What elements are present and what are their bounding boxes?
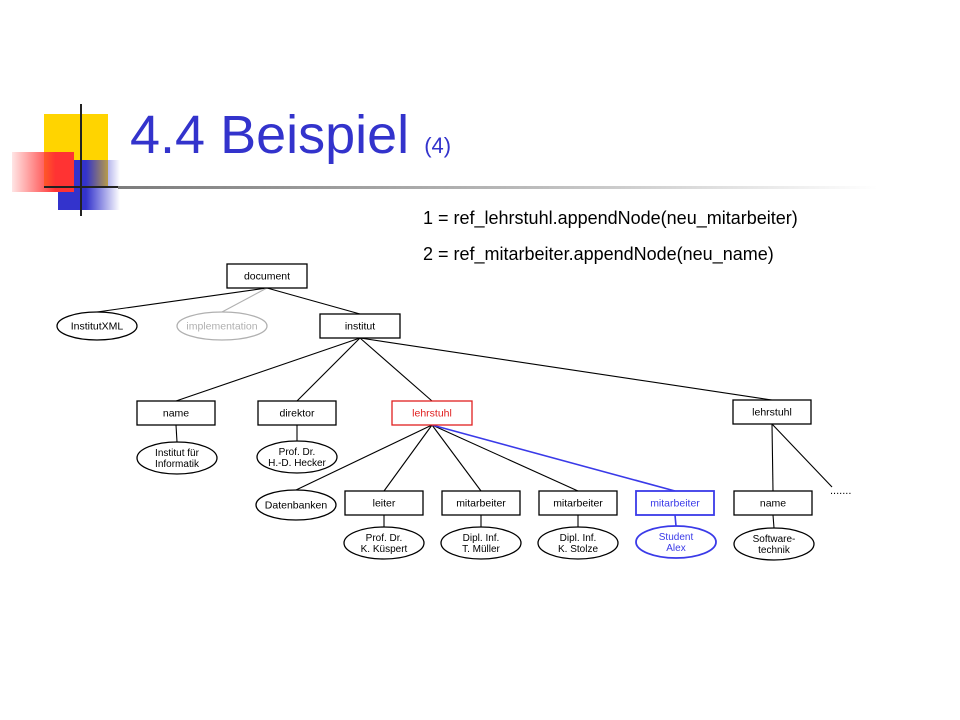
edge-lehrstuhl2-name2	[771, 423, 774, 492]
node-softwaretechnik-label: technik	[758, 545, 791, 556]
node-softwaretechnik-shape	[733, 527, 815, 561]
node-name2: name	[733, 490, 813, 516]
node-institut_fuer-shape	[136, 441, 218, 475]
node-mitarbeiter3-label: mitarbeiter	[650, 498, 700, 510]
node-mueller-label: Dipl. Inf.	[463, 533, 500, 544]
node-institut-label: institut	[345, 321, 375, 333]
edge-name1-institut_fuer	[175, 424, 178, 443]
edge-document-implementation	[221, 287, 268, 313]
node-stolze-label: K. Stolze	[558, 544, 598, 555]
node-kuespert-label: Prof. Dr.	[366, 533, 403, 544]
edge-lehrstuhl1-mitarbeiter2	[431, 424, 579, 492]
decor-red-square	[12, 152, 74, 192]
node-datenbanken-shape	[255, 489, 337, 521]
node-leiter: leiter	[344, 490, 424, 516]
decor-vertical-line	[80, 104, 82, 216]
node-kuespert-shape	[343, 526, 425, 560]
node-lehrstuhl1-shape	[391, 400, 473, 426]
node-name2-label: name	[760, 498, 786, 510]
edge-institut-lehrstuhl2	[359, 337, 773, 401]
node-mitarbeiter2-shape	[538, 490, 618, 516]
node-datenbanken-label: Datenbanken	[265, 500, 328, 512]
edge-institut-direktor	[296, 337, 361, 402]
node-hecker-shape	[256, 440, 338, 474]
node-direktor-label: direktor	[279, 408, 315, 420]
node-leiter-label: leiter	[373, 498, 396, 510]
formula-line-1: 1 = ref_lehrstuhl.appendNode(neu_mitarbe…	[423, 208, 798, 228]
edge-institut-lehrstuhl1	[359, 337, 433, 402]
node-mitarbeiter2-label: mitarbeiter	[553, 498, 603, 510]
decor-horizontal-line	[44, 186, 130, 188]
edge-document-institut	[266, 287, 361, 315]
edge-institut-name1	[175, 337, 361, 402]
node-mitarbeiter3-shape	[635, 490, 715, 516]
edge-lehrstuhl1-leiter	[383, 424, 433, 492]
edge-lehrstuhl1-mitarbeiter1	[431, 424, 482, 492]
edge-lehrstuhl1-datenbanken	[295, 424, 433, 491]
slide-title-suffix: (4)	[424, 133, 452, 158]
node-institut_fuer-label: Informatik	[155, 459, 200, 470]
node-student-shape	[635, 525, 717, 559]
formula-line-2: 2 = ref_mitarbeiter.appendNode(neu_name)	[423, 244, 774, 264]
node-leiter-shape	[344, 490, 424, 516]
node-institutxml-label: InstitutXML	[71, 321, 124, 333]
node-mitarbeiter1: mitarbeiter	[441, 490, 521, 516]
node-institutxml-shape	[56, 311, 138, 341]
edge-document-institutxml	[96, 287, 268, 313]
node-hecker-label: H.-D. Hecker	[268, 458, 326, 469]
node-kuespert: Prof. Dr.K. Küspert	[343, 526, 425, 560]
node-lehrstuhl1: lehrstuhl	[391, 400, 473, 426]
node-stolze-shape	[537, 526, 619, 560]
edge-name2-softwaretechnik	[772, 514, 775, 529]
node-lehrstuhl1-label: lehrstuhl	[412, 408, 452, 420]
omitted-children-ellipsis: .......	[830, 485, 851, 497]
node-kuespert-label: K. Küspert	[361, 544, 408, 555]
node-document: document	[226, 263, 308, 289]
edge-lehrstuhl1-mitarbeiter3	[431, 424, 676, 492]
node-lehrstuhl2: lehrstuhl	[732, 399, 812, 425]
node-mitarbeiter2: mitarbeiter	[538, 490, 618, 516]
slide-title: 4.4 Beispiel (4)	[130, 100, 451, 181]
node-implementation-shape	[176, 311, 268, 341]
node-name1-shape	[136, 400, 216, 426]
node-mueller: Dipl. Inf.T. Müller	[440, 526, 522, 560]
node-direktor-shape	[257, 400, 337, 426]
node-stolze: Dipl. Inf.K. Stolze	[537, 526, 619, 560]
node-lehrstuhl2-shape	[732, 399, 812, 425]
edge-mitarbeiter3-student	[674, 514, 677, 527]
node-student-label: Alex	[666, 543, 685, 554]
node-hecker-label: Prof. Dr.	[279, 447, 316, 458]
node-direktor: direktor	[257, 400, 337, 426]
node-implementation-label: implementation	[186, 321, 257, 333]
node-stolze-label: Dipl. Inf.	[560, 533, 597, 544]
node-mueller-shape	[440, 526, 522, 560]
node-mitarbeiter1-label: mitarbeiter	[456, 498, 506, 510]
node-institut_fuer-label: Institut für	[155, 448, 200, 459]
node-name1-label: name	[163, 408, 189, 420]
node-name2-shape	[733, 490, 813, 516]
title-underline	[118, 186, 878, 189]
node-institut-shape	[319, 313, 401, 339]
node-institut: institut	[319, 313, 401, 339]
node-name1: name	[136, 400, 216, 426]
node-institutxml: InstitutXML	[56, 311, 138, 341]
node-student-label: Student	[659, 532, 694, 543]
node-datenbanken: Datenbanken	[255, 489, 337, 521]
edge-lehrstuhl2-more	[771, 423, 833, 488]
node-mitarbeiter3: mitarbeiter	[635, 490, 715, 516]
node-softwaretechnik: Software-technik	[733, 527, 815, 561]
node-mitarbeiter1-shape	[441, 490, 521, 516]
slide-title-text: 4.4 Beispiel	[130, 105, 410, 165]
node-document-label: document	[244, 271, 290, 283]
node-document-shape	[226, 263, 308, 289]
node-softwaretechnik-label: Software-	[753, 534, 796, 545]
node-implementation: implementation	[176, 311, 268, 341]
node-lehrstuhl2-label: lehrstuhl	[752, 407, 792, 419]
node-hecker: Prof. Dr.H.-D. Hecker	[256, 440, 338, 474]
node-mueller-label: T. Müller	[462, 544, 500, 555]
